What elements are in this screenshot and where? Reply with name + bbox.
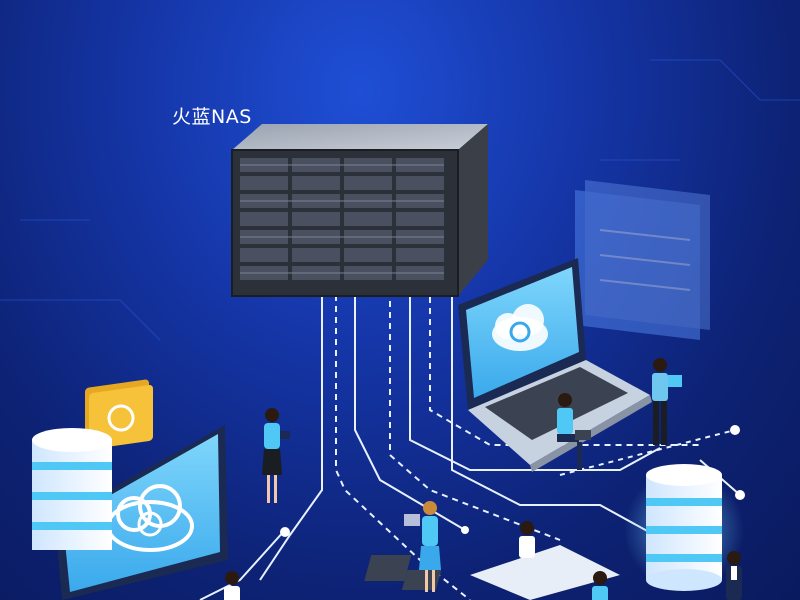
floating-panels (575, 180, 710, 340)
network-nodes (280, 425, 745, 537)
person-woman-left (262, 408, 290, 503)
person-bottom-left (224, 571, 240, 600)
person-bottom-desk (592, 571, 608, 600)
person-man-right (726, 551, 742, 600)
background-circuit (0, 59, 800, 341)
office-desk (364, 545, 620, 600)
person-woman-center (404, 501, 441, 592)
folder-icon (85, 379, 153, 449)
database-stack-left (32, 428, 112, 550)
cloud-sync-icon (492, 304, 548, 351)
person-man-desk (519, 521, 535, 558)
database-stack-right (624, 464, 744, 591)
person-man-laptop (652, 358, 682, 445)
desktop-monitor (55, 425, 228, 600)
person-sitting-laptop (557, 393, 591, 470)
nas-server (231, 124, 488, 297)
nas-product-label: 火蓝NAS (172, 106, 252, 128)
